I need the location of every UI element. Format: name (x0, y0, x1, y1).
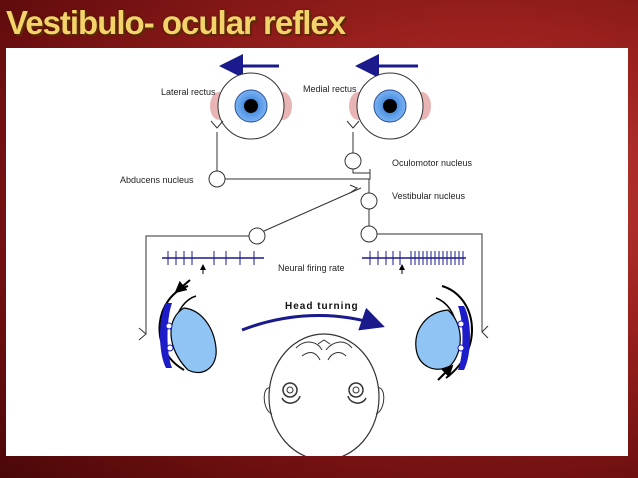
vor-diagram: Lateral rectus Medial rectus Oculomotor … (120, 54, 489, 456)
head-top-view (263, 333, 385, 456)
right-eye (349, 72, 431, 140)
vestibular-nucleus-label: Vestibular nucleus (392, 191, 466, 201)
right-pupil (383, 99, 397, 113)
head-turning-label: Head turning (285, 301, 359, 312)
abducens-nucleus-neuron (208, 170, 226, 188)
right-semicircular-canal (415, 285, 473, 381)
right-spike-train (362, 251, 466, 265)
diagram-panel: Lateral rectus Medial rectus Oculomotor … (6, 48, 628, 456)
left-inner-ear-icon (281, 382, 301, 404)
oculomotor-nucleus-neuron (344, 152, 362, 170)
neural-circuit (138, 120, 489, 341)
left-vestibular-neuron (248, 227, 266, 245)
neural-firing-rate-label: Neural firing rate (278, 263, 345, 273)
vestibular-nucleus-neuron (360, 192, 378, 210)
oculomotor-nucleus-label: Oculomotor nucleus (392, 158, 473, 168)
lateral-rectus-label: Lateral rectus (161, 87, 216, 97)
slide-title: Vestibulo- ocular reflex (6, 4, 346, 41)
left-eye (210, 72, 292, 140)
right-inner-ear-icon (347, 382, 367, 404)
right-vestibular-neuron (360, 225, 378, 243)
head-turning-arrow (241, 307, 385, 332)
medial-rectus-label: Medial rectus (303, 84, 357, 94)
left-semicircular-canal (158, 279, 217, 374)
left-spike-train (162, 251, 264, 265)
abducens-nucleus-label: Abducens nucleus (120, 175, 194, 185)
left-pupil (244, 99, 258, 113)
